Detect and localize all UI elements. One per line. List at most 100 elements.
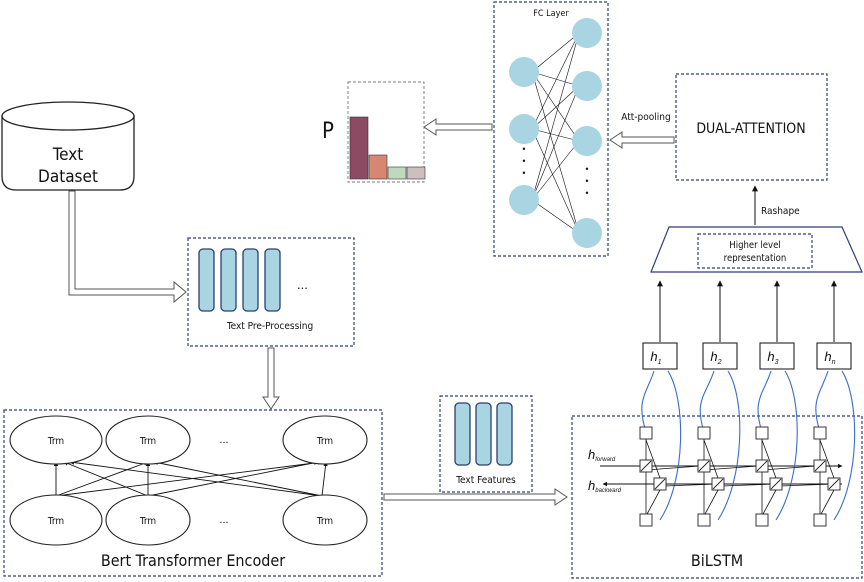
lstm-output-node — [639, 426, 653, 440]
preprocessing-to-encoder-arrow — [262, 347, 280, 410]
lstm-connector — [819, 489, 835, 517]
hidden-state-box — [642, 342, 678, 370]
att-pooling-arrow — [609, 131, 675, 149]
trm-node — [105, 415, 191, 465]
lstm-connector — [703, 439, 719, 479]
lstm-to-hidden-link — [833, 370, 856, 521]
feature-cell — [475, 402, 492, 466]
lstm-input-node — [639, 513, 653, 527]
lstm-connector — [703, 489, 719, 517]
lstm-to-hidden-link — [775, 370, 798, 521]
higher-level-line1: Higher level — [729, 240, 780, 251]
cell-slash — [640, 460, 652, 472]
trm-label: Trm — [47, 436, 64, 447]
preprocessing-label: Text Pre-Processing — [226, 321, 313, 332]
trm-node — [9, 494, 103, 546]
lstm-connector — [663, 483, 719, 487]
cell-slash — [654, 478, 666, 490]
trm-node — [9, 415, 103, 465]
feature-cell — [496, 402, 513, 466]
h-backward-subscript: backward — [595, 488, 621, 494]
dataset-to-preprocessing-arrow — [68, 190, 187, 304]
attention-links — [53, 460, 328, 497]
probability-bar — [368, 154, 388, 180]
fc-link — [531, 85, 580, 130]
hidden-state-label: hn — [824, 349, 835, 366]
h-forward-label: hforward — [588, 447, 616, 463]
cell-slash — [828, 478, 840, 490]
fc-link — [531, 32, 580, 73]
lstm-to-hidden-link — [815, 370, 829, 433]
fc-to-output-arrow — [423, 118, 493, 136]
fc-link — [531, 71, 580, 234]
dataset-label-line2: Dataset — [38, 167, 98, 187]
hidden-state-label: h1 — [650, 349, 661, 366]
trm-label: Trm — [316, 516, 333, 527]
token-cell — [220, 248, 237, 312]
fc-neuron — [509, 185, 539, 215]
lstm-connector — [645, 465, 701, 471]
fc-dot: • — [585, 176, 588, 186]
fc-neuron — [509, 57, 539, 87]
bilstm-label: BiLSTM — [691, 551, 743, 570]
lstm-connector — [761, 439, 777, 479]
higher-level-line2: representation — [724, 253, 787, 264]
fc-neuron — [572, 18, 602, 48]
fc-neuron — [572, 218, 602, 248]
dual-attention-box: DUAL-ATTENTION — [675, 73, 828, 181]
bert-encoder-box: Trm Trm Trm Trm Trm Trm ... ... Bert Tra… — [3, 409, 383, 577]
lstm-input-node — [697, 513, 711, 527]
lstm-output-node — [755, 426, 769, 440]
cell-slash — [770, 478, 782, 490]
text-features-box: Text Features — [439, 395, 533, 493]
probability-bar — [387, 166, 407, 180]
fc-dot: • — [585, 188, 588, 198]
lstm-output-node — [697, 426, 711, 440]
lstm-to-hidden-link — [641, 370, 655, 433]
lstm-connector — [819, 439, 835, 479]
output-label: P — [322, 119, 334, 144]
preprocessing-ellipsis: ... — [297, 277, 308, 292]
lstm-to-hidden-link — [659, 370, 682, 521]
trm-label: Trm — [139, 436, 156, 447]
lstm-connector — [761, 465, 817, 471]
trm-label: Trm — [139, 516, 156, 527]
lstm-to-hidden-link — [757, 370, 772, 433]
encoder-ellipsis-top: ... — [219, 434, 228, 446]
trm-label: Trm — [316, 436, 333, 447]
trm-label: Trm — [47, 516, 64, 527]
token-cell — [242, 248, 259, 312]
fc-dot: • — [585, 164, 588, 174]
fc-link — [531, 128, 580, 142]
trm-node — [105, 494, 191, 546]
features-label: Text Features — [455, 475, 516, 486]
bilstm-box: BiLSTM hforward hbackward — [571, 370, 863, 579]
fc-link — [531, 128, 580, 234]
probability-bar — [349, 116, 369, 180]
probability-bars — [349, 116, 426, 180]
dual-attention-label: DUAL-ATTENTION — [696, 121, 805, 137]
feature-cell — [454, 402, 471, 466]
fc-link — [531, 85, 580, 201]
lstm-output-node — [813, 426, 827, 440]
fc-dot: • — [522, 168, 525, 178]
reshape-label: Rashape — [761, 206, 800, 217]
output-chart: P — [322, 81, 426, 183]
lstm-input-node — [755, 513, 769, 527]
encoder-to-bilstm-arrow — [383, 488, 568, 506]
hidden-state-label: h3 — [767, 349, 778, 366]
cell-slash — [698, 460, 710, 472]
fc-neurons — [509, 18, 602, 248]
fc-layer-label: FC Layer — [533, 9, 569, 19]
token-cell — [198, 248, 215, 312]
fc-dot: • — [522, 156, 525, 166]
encoder-label: Bert Transformer Encoder — [101, 551, 285, 570]
lstm-connector — [761, 489, 777, 517]
fc-link — [531, 199, 580, 234]
higher-level-block: Higher level representation — [650, 226, 863, 273]
lstm-connector — [645, 439, 661, 479]
lstm-connector — [703, 465, 759, 471]
preprocessing-box: ... Text Pre-Processing — [187, 237, 355, 347]
